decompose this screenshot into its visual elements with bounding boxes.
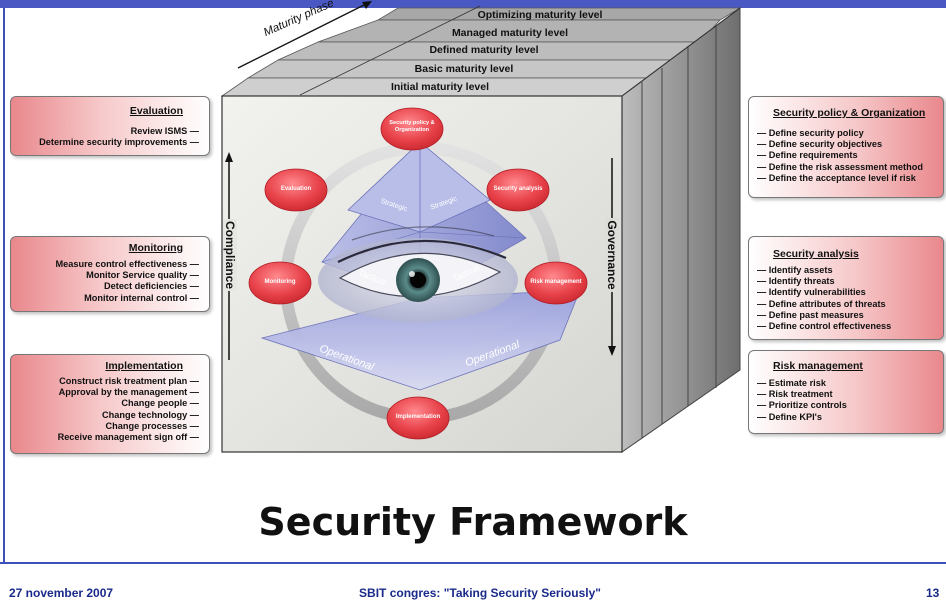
node-security-policy (380, 107, 444, 151)
list-item: — Estimate risk (757, 378, 826, 388)
footer-event: SBIT congres: "Taking Security Seriously… (359, 586, 601, 600)
list-item: Monitor Service quality — (86, 270, 199, 281)
list-item: Detect deficiencies — (104, 281, 199, 292)
node-security-analysis (486, 168, 550, 212)
panel-implementation-title: Implementation (105, 360, 183, 372)
maturity-level-1-label: Initial maturity level (390, 81, 490, 93)
list-item: Change technology — (102, 409, 199, 420)
list-item: — Define control effectiveness (757, 321, 892, 332)
node-implementation-label: Implementation (395, 414, 441, 420)
list-item: — Define the risk assessment method (757, 161, 923, 172)
list-item: Construct risk treatment plan — (59, 376, 199, 386)
list-item: — Prioritize controls (757, 400, 847, 411)
list-item: Approval by the management — (58, 387, 199, 398)
top-accent-bar (0, 0, 946, 8)
list-item: Receive management sign off — (57, 432, 199, 443)
list-item: Determine security improvements — (39, 137, 199, 148)
list-item: — Define security objectives (757, 139, 883, 150)
pyramid-strategic-layer (347, 141, 491, 233)
panel-security-policy: Security policy & Organization — Define … (748, 96, 944, 198)
panel-risk-management-title: Risk management (773, 360, 863, 372)
footer-page-number: 13 (926, 586, 940, 600)
panel-security-policy-title: Security policy & Organization (773, 107, 926, 119)
node-monitoring (248, 261, 312, 305)
panel-implementation: Implementation Construct risk treatment … (10, 354, 210, 454)
footer-separator (0, 562, 946, 564)
compliance-label: Compliance (223, 219, 237, 291)
maturity-level-2-label: Basic maturity level (414, 63, 514, 75)
eye-image (318, 226, 518, 322)
node-evaluation (264, 168, 328, 212)
list-item: — Identify vulnerabilities (757, 287, 866, 298)
panel-monitoring-title: Monitoring (128, 242, 183, 254)
slide-title: Security Framework (258, 500, 688, 544)
panel-evaluation: Evaluation Review ISMS — Determine secur… (10, 96, 210, 156)
maturity-phase-arrow (237, 1, 371, 69)
list-item: — Define requirements (757, 150, 858, 161)
list-item: Measure control effectiveness — (55, 259, 199, 269)
panel-monitoring: Monitoring Measure control effectiveness… (10, 236, 210, 312)
node-risk-management (524, 261, 588, 305)
panel-security-analysis: Security analysis — Identify assets — Id… (748, 236, 944, 340)
node-evaluation-label: Evaluation (280, 186, 312, 192)
list-item: Monitor internal control — (84, 292, 199, 303)
maturity-level-5-label: Optimizing maturity level (477, 9, 603, 21)
footer-date: 27 november 2007 (9, 586, 114, 600)
panel-risk-management: Risk management — Estimate risk — Risk t… (748, 350, 944, 434)
list-item: — Define attributes of threats (757, 298, 886, 309)
governance-label: Governance (605, 218, 619, 292)
list-item: — Define the acceptance level if risk (757, 172, 916, 183)
node-monitoring-label: Monitoring (264, 279, 296, 285)
list-item: Change processes — (105, 420, 199, 431)
list-item: — Identify threats (757, 276, 835, 287)
list-item: Review ISMS — (130, 126, 199, 136)
maturity-level-4-label: Managed maturity level (451, 27, 569, 39)
list-item: Change people — (121, 398, 199, 409)
list-item: — Define security policy (757, 128, 864, 138)
node-security-policy-label: Security policy & Organization (389, 120, 435, 133)
list-item: — Risk treatment (757, 389, 833, 400)
list-item: — Identify assets (757, 265, 833, 275)
panel-security-analysis-title: Security analysis (773, 248, 859, 260)
list-item: — Define KPI's (757, 411, 822, 422)
security-framework-diagram (220, 1, 742, 453)
node-implementation (386, 396, 450, 440)
node-risk-management-label: Risk management (530, 279, 582, 285)
maturity-level-3-label: Defined maturity level (429, 44, 539, 56)
list-item: — Define past measures (757, 309, 864, 320)
node-security-analysis-label: Security analysis (493, 186, 543, 192)
left-border-line (3, 8, 5, 563)
panel-evaluation-title: Evaluation (129, 105, 183, 117)
